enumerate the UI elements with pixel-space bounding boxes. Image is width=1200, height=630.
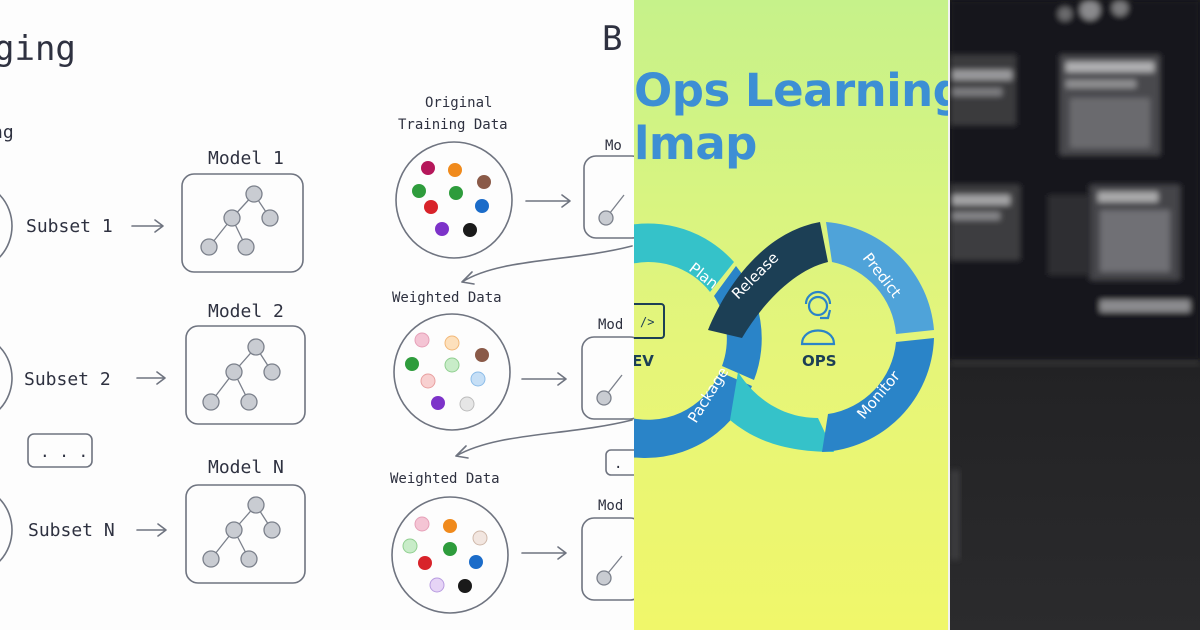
- model-box-2: [185, 325, 306, 425]
- weighted-label-2: Weighted Data: [390, 471, 500, 487]
- boost-model-label-2: Mod: [598, 317, 623, 333]
- original-label-line1: Original: [425, 95, 492, 111]
- code-monitor-icon: />: [634, 303, 665, 339]
- boost-arrow-1: [525, 194, 571, 208]
- ops-ring: Release Predict Monitor OPS: [708, 222, 934, 452]
- weighted-data-circle-1: [393, 313, 511, 431]
- model-box-1: [181, 173, 304, 273]
- blurred-photo-image: [950, 0, 1200, 630]
- original-label-line2: Training Data: [398, 117, 508, 133]
- boost-model-tree-1: [598, 194, 625, 226]
- boost-arrow-3: [521, 546, 567, 560]
- conference-photo: [950, 0, 1200, 630]
- boost-ellipsis-text: .: [614, 456, 622, 472]
- subset-n-circle: [0, 498, 13, 562]
- boost-model-box-2: [581, 336, 634, 420]
- boost-ellipsis-box: [605, 449, 634, 476]
- feedback-arrow-1: [461, 245, 633, 285]
- svg-text:/>: />: [640, 315, 654, 329]
- ops-roadmap-panel: Ops Learning lmap Plan Package /> EV Rel…: [634, 0, 950, 630]
- boosting-title: B: [602, 19, 622, 59]
- boost-arrow-2: [521, 372, 567, 386]
- boost-model-label-1: Mo: [605, 138, 622, 154]
- panel-divider: [948, 0, 951, 630]
- subset-1-circle: [0, 194, 13, 258]
- boost-model-box-1: [583, 155, 634, 239]
- model-label-n: Model N: [208, 457, 284, 478]
- boost-model-box-3: [581, 517, 634, 601]
- boost-model-label-3: Mod: [598, 498, 623, 514]
- boost-model-tree-3: [596, 555, 623, 586]
- cross-band: [730, 372, 834, 452]
- bagging-subtitle: ng: [0, 122, 14, 143]
- ensemble-diagram-panel: ging ng Subset 1 Subset 2 Subset N . . .…: [0, 19, 634, 614]
- model-label-1: Model 1: [208, 148, 284, 169]
- weighted-data-circle-2: [391, 496, 509, 614]
- boost-model-tree-2: [596, 374, 623, 406]
- model-box-n: [185, 484, 306, 584]
- ensemble-diagram: ging ng Subset 1 Subset 2 Subset N . . .…: [0, 19, 634, 614]
- subset-label-2: Subset 2: [24, 369, 111, 390]
- subset-label-n: Subset N: [28, 520, 115, 541]
- weighted-label-1: Weighted Data: [392, 290, 502, 306]
- subset-2-circle: [0, 346, 13, 410]
- ops-label: OPS: [802, 352, 837, 370]
- ellipsis-text: . . .: [40, 442, 88, 461]
- bagging-title: ging: [0, 29, 76, 69]
- dev-label: EV: [634, 352, 654, 370]
- original-data-circle: [395, 141, 513, 259]
- headset-support-icon: [800, 290, 836, 346]
- ellipsis-box: [27, 433, 93, 468]
- bagging-arrows: [131, 219, 167, 537]
- roadmap-title: Ops Learning lmap: [634, 64, 950, 170]
- model-label-2: Model 2: [208, 301, 284, 322]
- subset-label-1: Subset 1: [26, 216, 113, 237]
- ops-infinity-loop: Plan Package /> EV Release Predict Monit…: [634, 222, 934, 458]
- feedback-arrow-2: [455, 419, 633, 459]
